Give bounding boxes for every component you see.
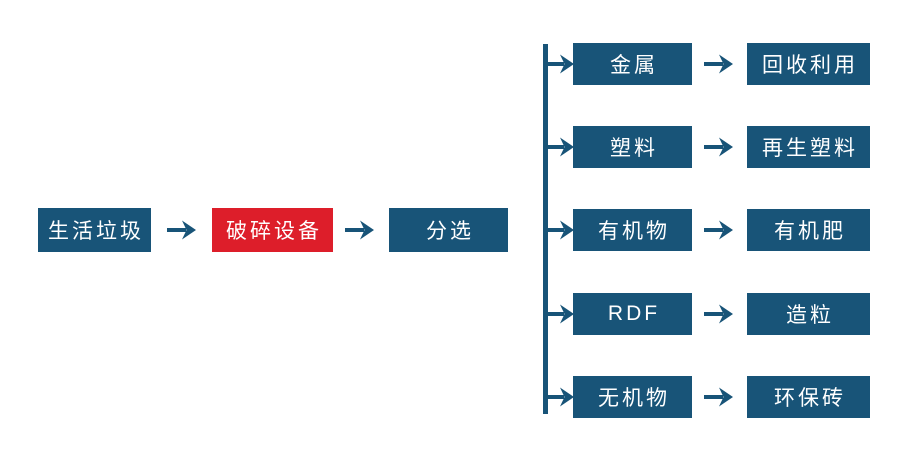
node-label: 造粒: [786, 304, 834, 327]
node-household-waste: 生活垃圾: [38, 208, 151, 252]
node-category-rdf: RDF: [573, 293, 692, 335]
node-category-metal: 金属: [573, 43, 692, 85]
node-result-eco-brick: 环保砖: [747, 376, 870, 418]
arrow-right-icon: [704, 387, 733, 407]
node-crushing-equipment: 破碎设备: [212, 208, 333, 252]
node-label: 有机物: [598, 220, 670, 243]
node-label: 有机肥: [774, 220, 846, 243]
node-category-inorganic: 无机物: [573, 376, 692, 418]
node-label: 无机物: [598, 387, 670, 410]
node-label: 再生塑料: [762, 137, 858, 160]
node-result-recycled-plastic: 再生塑料: [747, 126, 870, 168]
node-category-organic: 有机物: [573, 209, 692, 251]
node-label: 生活垃圾: [48, 220, 144, 243]
arrow-right-icon: [545, 304, 574, 324]
arrow-right-icon: [167, 220, 196, 240]
arrow-right-icon: [545, 137, 574, 157]
arrow-right-icon: [704, 220, 733, 240]
arrow-right-icon: [545, 54, 574, 74]
node-result-organic-fertilizer: 有机肥: [747, 209, 870, 251]
node-result-recycling: 回收利用: [747, 43, 870, 85]
node-label: 回收利用: [762, 54, 858, 77]
node-label: 金属: [610, 54, 658, 77]
node-result-granulation: 造粒: [747, 293, 870, 335]
arrow-right-icon: [345, 220, 374, 240]
arrow-right-icon: [545, 220, 574, 240]
arrow-right-icon: [545, 387, 574, 407]
node-category-plastic: 塑料: [573, 126, 692, 168]
node-label: RDF: [607, 302, 661, 325]
arrow-right-icon: [704, 54, 733, 74]
node-label: 塑料: [610, 137, 658, 160]
arrow-right-icon: [704, 304, 733, 324]
node-label: 破碎设备: [226, 220, 322, 243]
node-label: 环保砖: [774, 387, 846, 410]
node-label: 分选: [426, 220, 474, 243]
node-sorting: 分选: [389, 208, 508, 252]
arrow-right-icon: [704, 137, 733, 157]
